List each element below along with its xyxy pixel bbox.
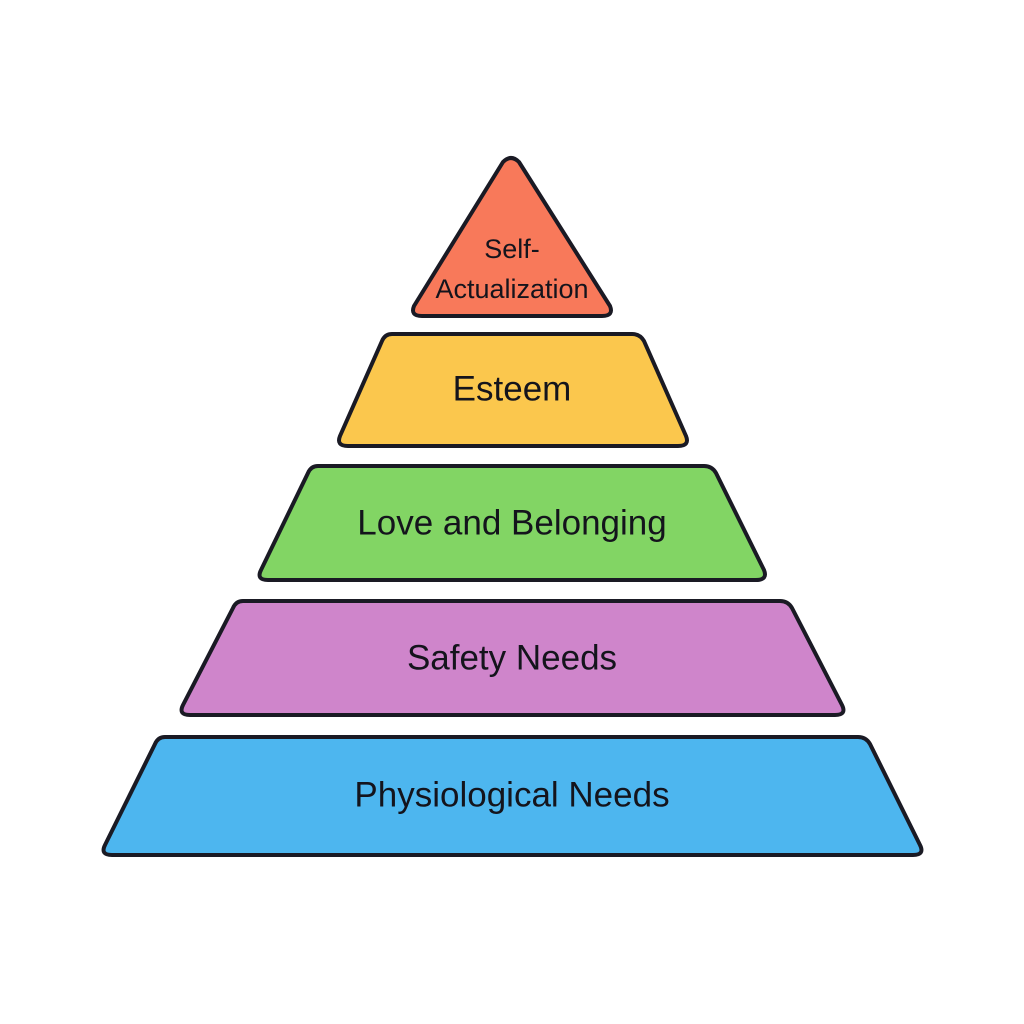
- tier-label-physiological-needs: Physiological Needs: [354, 775, 669, 814]
- tier-shape-safety-needs: [179, 599, 846, 717]
- tier-self-actualization: Self- Actualization: [411, 156, 613, 318]
- tier-shape-physiological-needs: [101, 735, 924, 857]
- tier-love-and-belonging: Love and Belonging: [257, 464, 767, 582]
- tier-label-self-actualization-line-1: Self-: [484, 234, 540, 264]
- tier-safety-needs: Safety Needs: [179, 599, 846, 717]
- tier-label-safety-needs: Safety Needs: [407, 638, 617, 677]
- tier-label-love-and-belonging: Love and Belonging: [357, 503, 666, 542]
- tier-esteem: Esteem: [337, 332, 689, 448]
- tier-shape-self-actualization: [411, 156, 613, 318]
- tier-label-self-actualization-line-2: Actualization: [435, 274, 588, 304]
- tier-shape-esteem: [337, 332, 689, 448]
- tier-physiological-needs: Physiological Needs: [101, 735, 924, 857]
- tier-shape-love-and-belonging: [257, 464, 767, 582]
- tier-label-esteem: Esteem: [453, 369, 572, 408]
